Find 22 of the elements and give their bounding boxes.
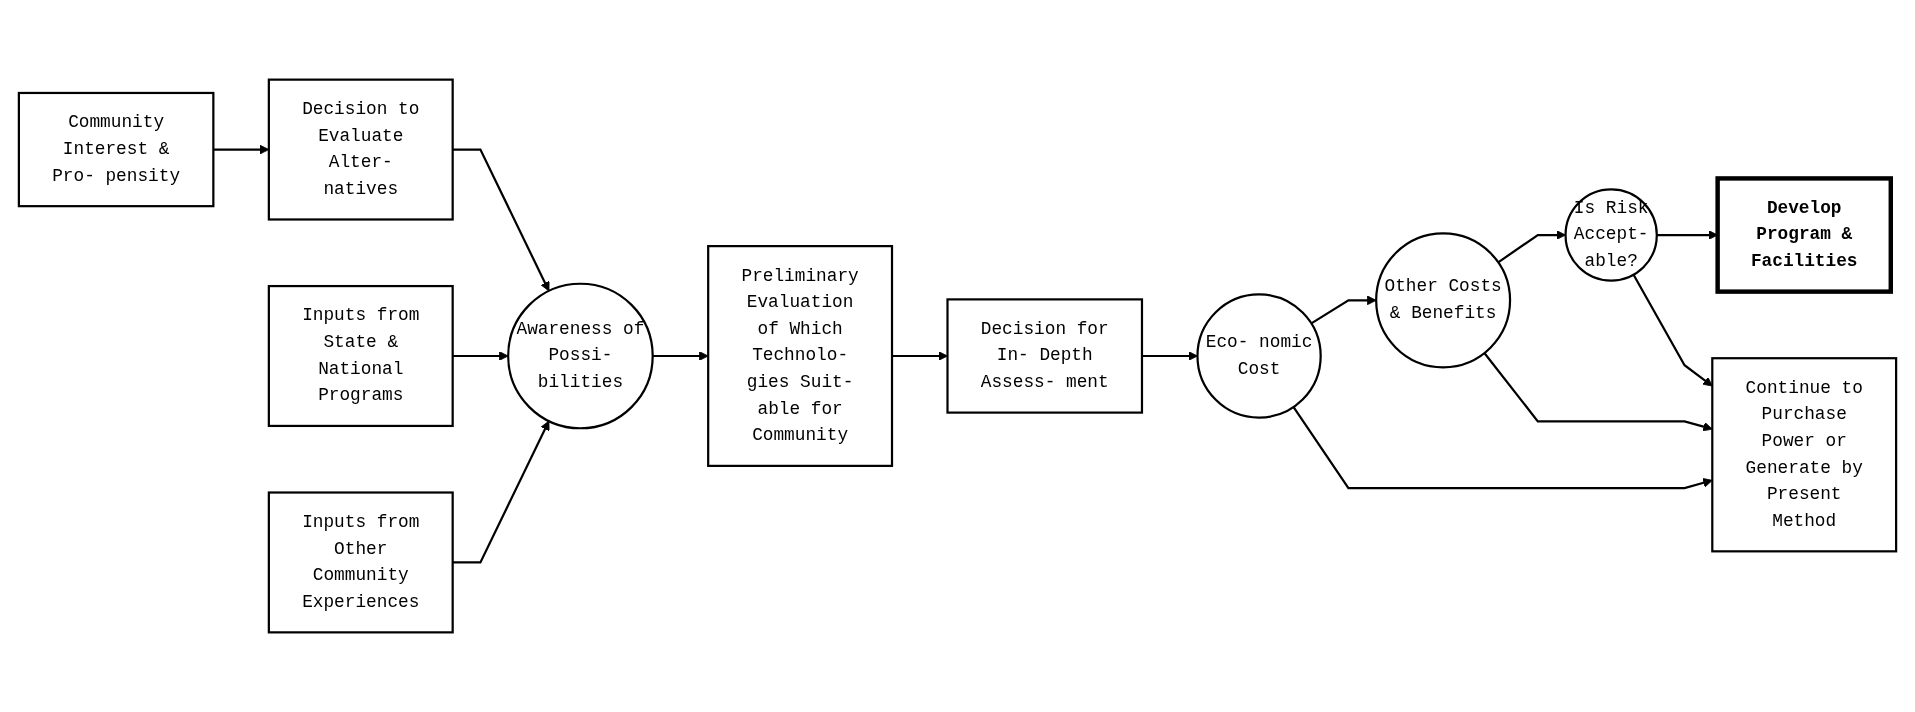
node-box: Community Interest & Pro- pensity <box>17 91 215 208</box>
node-box: Preliminary Evaluation of Which Technolo- gies Suit- able for Community <box>707 245 894 467</box>
node-box: Develop Program & Facilities <box>1715 176 1893 294</box>
node-box: Decision for In- Depth Assess- ment <box>946 298 1144 414</box>
arrow <box>1310 295 1377 325</box>
arrow <box>652 351 709 361</box>
arrow <box>1483 352 1713 432</box>
node-circle: Eco- nomic Cost <box>1196 293 1322 419</box>
node-box: Continue to Purchase Power or Generate by Present Method <box>1711 357 1898 553</box>
arrow <box>892 351 948 361</box>
arrow <box>452 351 509 361</box>
arrow <box>1497 230 1566 264</box>
node-circle: Awareness of Possi- bilities <box>507 282 654 430</box>
arrow <box>1292 406 1713 490</box>
arrow <box>452 420 550 564</box>
node-box: Inputs from Other Community Experiences <box>267 491 454 634</box>
arrow <box>1632 274 1713 387</box>
node-box: Decision to Evaluate Alter- natives <box>267 78 454 221</box>
node-box: Inputs from State & National Programs <box>267 284 454 428</box>
node-circle: Other Costs & Benefits <box>1375 232 1512 369</box>
arrow <box>452 148 550 292</box>
arrow <box>1141 351 1198 361</box>
